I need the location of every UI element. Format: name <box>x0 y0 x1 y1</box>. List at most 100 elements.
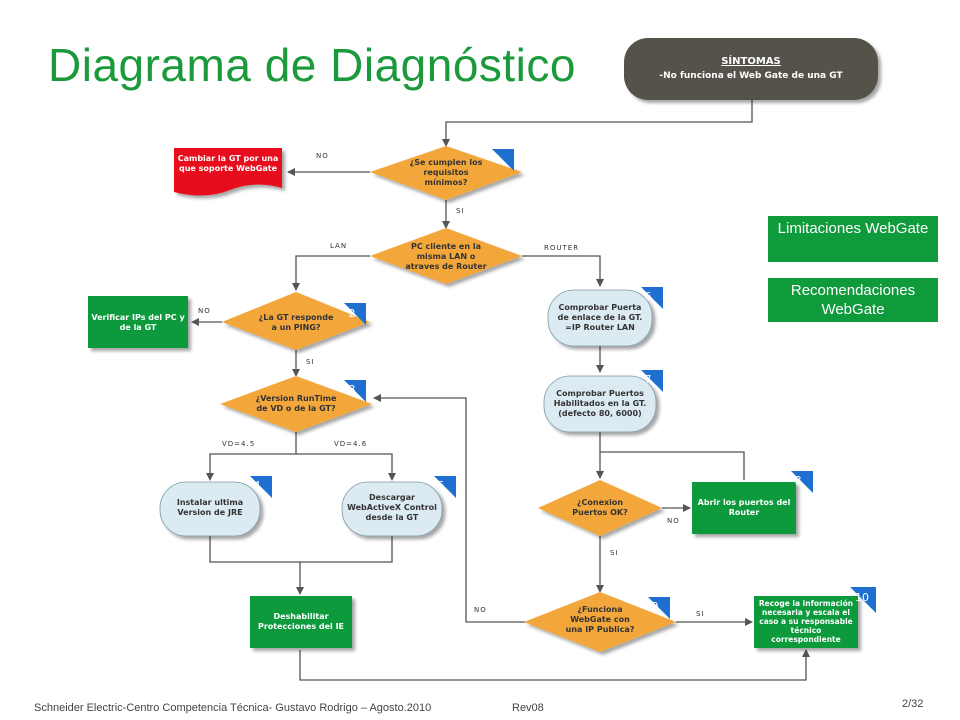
download-activex-line: WebActiveX Control <box>347 503 437 512</box>
replace-gt-line: que soporte WebGate <box>179 164 278 173</box>
check-ports-line: Habilitados en la GT. <box>554 399 647 408</box>
edge-label-vd45: VD=4.5 <box>222 440 255 448</box>
escalate-line: caso a su responsable <box>759 617 852 626</box>
edge-label-lan: LAN <box>330 242 347 250</box>
decision-ports-ok: ¿Conexion Puertos OK? <box>538 480 662 536</box>
edge-vd45 <box>206 432 297 481</box>
edge-label-si: SI <box>696 610 705 618</box>
edge-label-si: SI <box>610 549 619 557</box>
edge-n5-join <box>300 536 393 563</box>
badge-number: 2 <box>349 307 356 320</box>
check-gateway-node: Comprobar Puerta de enlace de la GT. =IP… <box>547 289 653 347</box>
badge-2: 2 <box>344 303 366 325</box>
edge-label-vd46: VD=4.6 <box>334 440 367 448</box>
edge-disable-n10 <box>299 649 810 681</box>
badge-number: 4 <box>254 479 261 492</box>
escalate-line: Recoge la información <box>759 599 853 608</box>
check-ports-line: Comprobar Puertos <box>556 389 644 398</box>
footer-revision: Rev08 <box>512 702 544 714</box>
symptoms-text: -No funciona el Web Gate de una GT <box>659 71 843 81</box>
decision-label-line: una IP Publica? <box>566 625 635 634</box>
escalate-line: necesaria y escala el <box>762 608 850 617</box>
decision-label-line: misma LAN o <box>417 252 476 261</box>
decision-runtime: ¿Version RunTime de VD o de la GT? <box>220 376 372 432</box>
badge-8: 8 <box>791 471 813 493</box>
decision-label-line: mínimos? <box>425 178 468 187</box>
edge-label-no: NO <box>198 307 211 315</box>
replace-gt-node: Cambiar la GT por una que soporte WebGat… <box>174 148 282 196</box>
decision-label-line: a un PING? <box>271 323 320 332</box>
edge-label-si: SI <box>306 358 315 366</box>
open-ports-node: Abrir los puertos del Router <box>692 482 796 534</box>
check-gateway-line: de enlace de la GT. <box>558 313 643 322</box>
decision-label-line: ¿Conexion <box>577 498 624 507</box>
decision-label-line: atraves de Router <box>405 262 486 271</box>
connectors <box>191 100 810 681</box>
decision-label-line: Puertos OK? <box>572 508 628 517</box>
decision-label-line: PC cliente en la <box>411 242 481 251</box>
decision-label-line: WebGate con <box>570 615 630 624</box>
decision-requisitos: ¿Se cumplen los requisitos mínimos? <box>370 146 522 200</box>
footer-credits: Schneider Electric-Centro Competencia Té… <box>34 702 432 714</box>
edge-label-router: ROUTER <box>544 244 579 252</box>
symptoms-heading: SÍNTOMAS <box>721 54 781 67</box>
verify-ips-line: Verificar IPs del PC y <box>91 313 185 322</box>
check-ports-line: (defecto 80, 6000) <box>558 409 641 418</box>
symptoms-node: SÍNTOMAS -No funciona el Web Gate de una… <box>624 38 878 100</box>
page-number: 2/32 <box>902 698 924 710</box>
edge-n4-join <box>209 536 304 595</box>
badge-number: 10 <box>855 591 869 604</box>
download-activex-line: Descargar <box>369 493 415 502</box>
open-ports-line: Abrir los puertos del <box>698 498 791 507</box>
badge-number: 8 <box>795 474 802 487</box>
open-ports-line: Router <box>729 508 760 517</box>
badge-number: 7 <box>645 373 652 386</box>
verify-ips-node: Verificar IPs del PC y de la GT <box>88 296 188 348</box>
decision-lan-router: PC cliente en la misma LAN o atraves de … <box>370 228 522 284</box>
edge-router <box>522 255 604 287</box>
badge-5: 5 <box>434 476 456 498</box>
limitaciones-webgate-button[interactable]: Limitaciones WebGate <box>768 216 938 262</box>
install-jre-line: Instalar ultima <box>177 498 243 507</box>
edge-label-si: SI <box>456 207 465 215</box>
escalate-line: correspondiente <box>771 635 840 644</box>
disable-ie-line: Deshabilitar <box>273 612 328 621</box>
badge-number: 9 <box>652 600 659 613</box>
verify-ips-line: de la GT <box>120 323 157 332</box>
decision-label-line: requisitos <box>423 168 468 177</box>
decision-public-ip: ¿Funciona WebGate con una IP Publica? <box>524 592 676 652</box>
recomendaciones-webgate-button[interactable]: Recomendaciones WebGate <box>768 278 938 322</box>
replace-gt-line: Cambiar la GT por una <box>178 154 279 163</box>
edge-label-no: NO <box>316 152 329 160</box>
edge-symptoms-n1 <box>442 100 753 147</box>
check-gateway-line: Comprobar Puerta <box>559 303 642 312</box>
badge-number: 5 <box>438 479 445 492</box>
check-ports-node: Comprobar Puertos Habilitados en la GT. … <box>543 375 657 433</box>
decision-label-line: ¿Version RunTime <box>256 394 337 403</box>
escalate-node: Recoge la información necesaria y escala… <box>754 596 858 648</box>
badge-10: 10 <box>850 587 876 613</box>
badge-4: 4 <box>250 476 272 498</box>
badge-1: 1 <box>492 149 514 171</box>
edge-label-no: NO <box>667 517 680 525</box>
slide-title: Diagrama de Diagnóstico <box>48 39 576 91</box>
edge-vd46 <box>296 453 396 481</box>
decision-ping: ¿La GT responde a un PING? <box>222 292 370 350</box>
disable-ie-line: Protecciones del IE <box>258 622 344 631</box>
disable-ie-node: Deshabilitar Protecciones del IE <box>250 596 352 648</box>
check-gateway-line: =IP Router LAN <box>565 323 635 332</box>
badge-7: 7 <box>641 370 663 392</box>
badge-number: 6 <box>645 290 652 303</box>
install-jre-node: Instalar ultima Version de JRE <box>159 481 261 537</box>
edge-lan <box>292 255 370 291</box>
download-activex-node: Descargar WebActiveX Control desde la GT <box>341 481 443 537</box>
edge-n8-loop <box>600 451 745 480</box>
badge-number: 1 <box>495 153 502 166</box>
badge-3: 3 <box>344 380 366 402</box>
badge-9: 9 <box>648 597 670 619</box>
decision-label-line: ¿La GT responde <box>259 313 334 322</box>
badge-6: 6 <box>641 287 663 309</box>
decision-label-line: de VD o de la GT? <box>256 404 336 413</box>
decision-label-line: ¿Se cumplen los <box>410 158 483 167</box>
